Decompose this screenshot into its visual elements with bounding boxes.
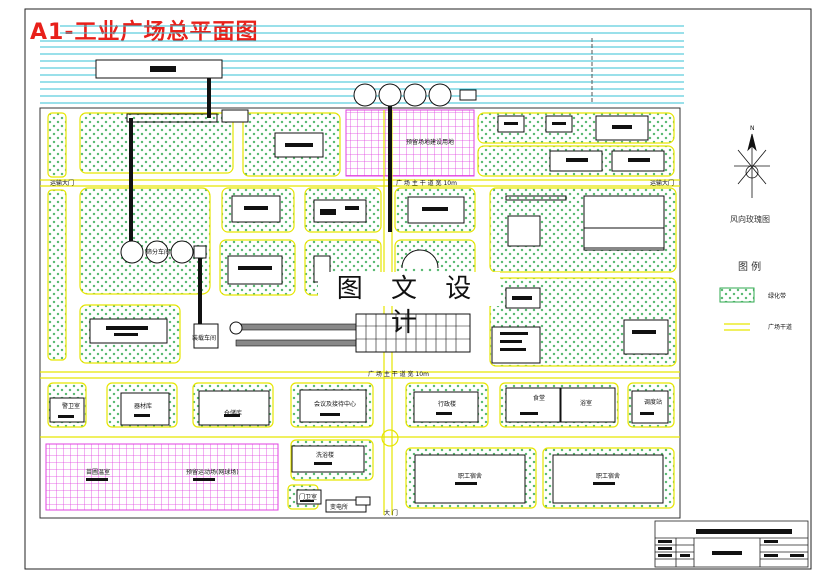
label-materials: 器材库 xyxy=(134,402,152,410)
conveyors xyxy=(129,78,392,330)
title-block xyxy=(654,520,809,568)
label-warehouse: 仓储库 xyxy=(224,409,242,417)
drawing-frame xyxy=(24,8,812,570)
road-lower: 广 场 主 干 道 宽 10m xyxy=(368,370,429,378)
label-canteen: 食堂 xyxy=(533,394,545,402)
compass-north: N xyxy=(750,125,755,132)
label-screening: 筛分车间 xyxy=(146,248,170,256)
label-bars xyxy=(58,122,656,502)
gate-east: 运输大门 xyxy=(650,179,674,187)
watermark-text: 图 文 设 计 xyxy=(318,272,500,338)
silos-north xyxy=(353,83,452,107)
legend-green-label: 绿化带 xyxy=(768,292,786,300)
label-loading: 装载车间 xyxy=(192,334,216,342)
silos-west xyxy=(120,240,194,264)
label-bathhouse: 洗浴楼 xyxy=(316,451,334,459)
label-admin: 行政楼 xyxy=(438,400,456,408)
label-dorm2: 职工宿舍 xyxy=(596,472,620,480)
label-dispatch: 调度站 xyxy=(644,398,662,406)
legend-green-swatch xyxy=(719,287,755,303)
label-guard1: 警卫室 xyxy=(62,402,80,410)
legend-title: 图 例 xyxy=(738,260,761,273)
gate-west: 运输大门 xyxy=(50,179,74,187)
legend-road-label: 广场干道 xyxy=(768,323,792,331)
label-substation: 变电所 xyxy=(330,503,348,511)
label-conference: 会议及接待中心 xyxy=(314,400,356,408)
gate-main: 大 门 xyxy=(384,509,398,517)
main-plant xyxy=(355,313,471,353)
label-dorm1: 职工宿舍 xyxy=(458,472,482,480)
compass-rose xyxy=(734,133,770,198)
label-bath: 浴室 xyxy=(580,399,592,407)
label-sports: 预留运动场(网球场) xyxy=(186,468,239,476)
label-greenhouse1: 苗圃温室 xyxy=(86,468,110,476)
label-guard2: 门卫室 xyxy=(299,493,317,501)
compass-label: 风向玫瑰图 xyxy=(730,214,770,224)
label-reserved: 预留场地建设用地 xyxy=(406,138,454,146)
road-upper: 广 场 主 干 道 宽 10m xyxy=(396,179,457,187)
reserved-field-south xyxy=(45,443,279,511)
reserved-field-north xyxy=(345,109,475,177)
